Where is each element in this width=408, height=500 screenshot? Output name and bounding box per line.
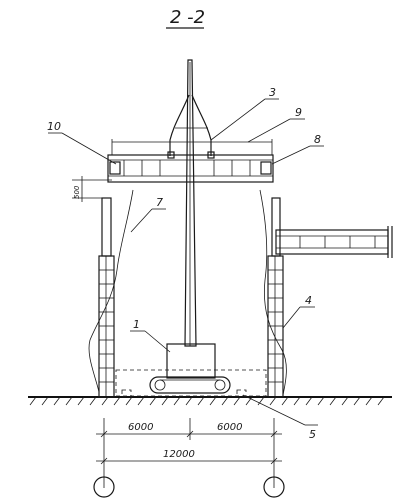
right-column: [267, 197, 284, 398]
leader-mast: [167, 59, 215, 347]
span-dimensions: 6000 6000 12000: [96, 418, 282, 488]
callout-5: 5: [309, 428, 316, 441]
callout-7: 7: [156, 196, 163, 209]
slope-lines: [88, 189, 287, 396]
grid-axis-left: [93, 476, 115, 498]
grid-axis-right: [263, 476, 285, 498]
pile-driver: [149, 343, 231, 394]
right-span-value: 6000: [217, 422, 242, 433]
foundation-outline: [115, 369, 267, 398]
left-column: [98, 197, 115, 398]
side-truss: [275, 226, 393, 258]
callout-10: 10: [47, 120, 61, 133]
ground: [28, 396, 392, 406]
beam-height-dimension: 500: [72, 176, 112, 202]
callout-leaders: [48, 98, 324, 426]
callout-8: 8: [314, 133, 321, 146]
callout-4: 4: [305, 294, 312, 307]
total-span-value: 12000: [163, 449, 195, 460]
callout-3: 3: [269, 86, 276, 99]
section-title: 2 -2: [170, 7, 205, 28]
callout-1: 1: [133, 318, 140, 331]
beam-height-value: 500: [73, 185, 81, 199]
left-span-value: 6000: [128, 422, 153, 433]
top-beam: [107, 139, 274, 183]
callout-9: 9: [295, 106, 302, 119]
